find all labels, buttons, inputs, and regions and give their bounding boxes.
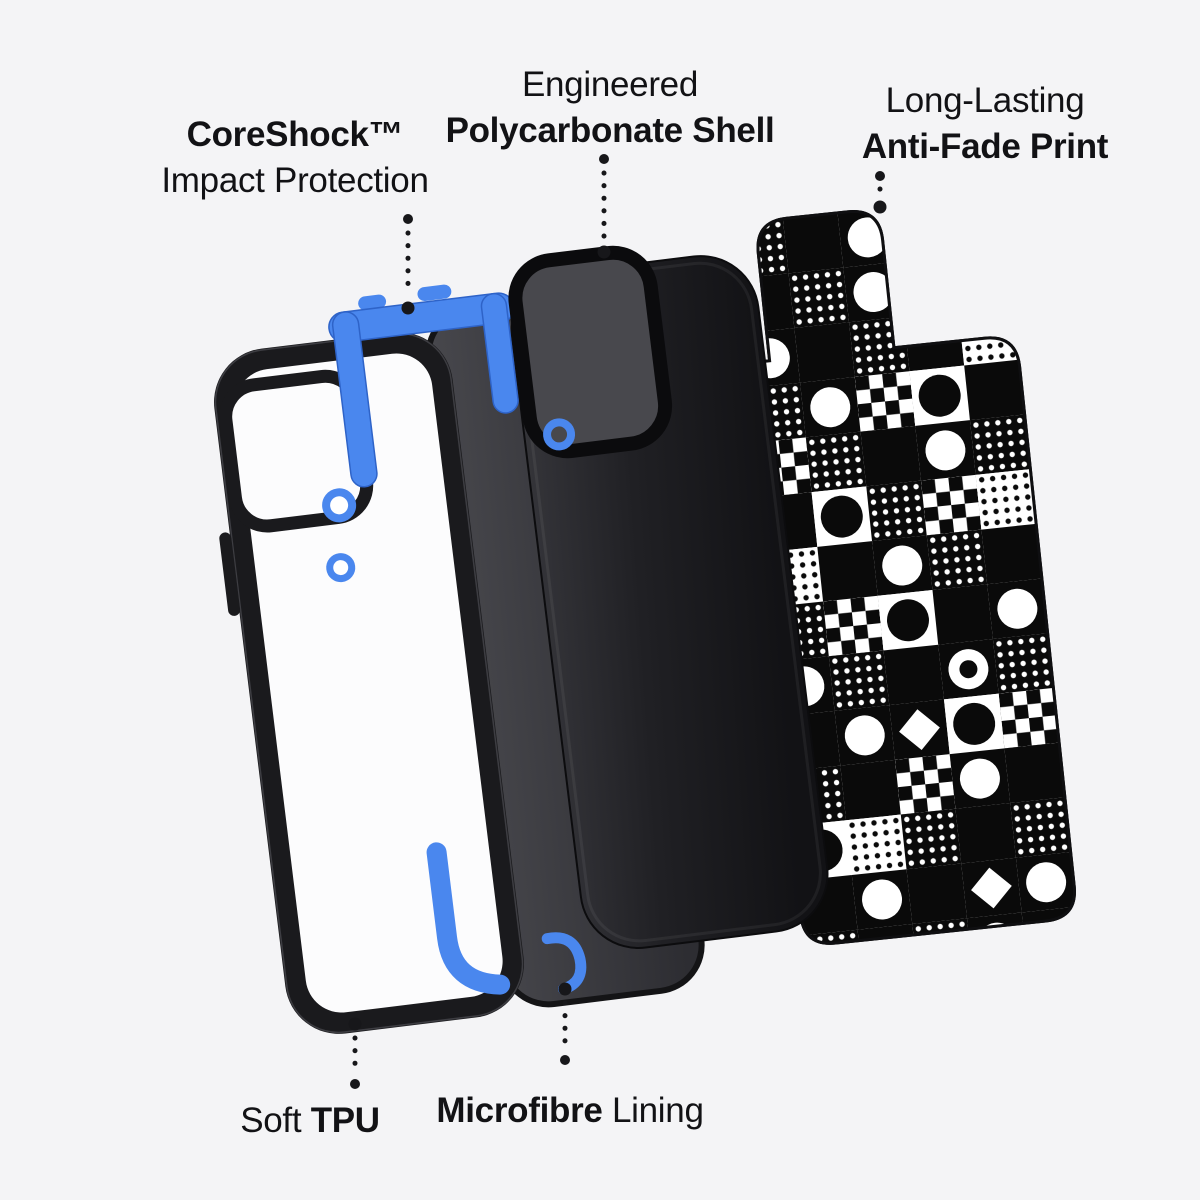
leader-shell <box>597 154 611 259</box>
print-tile-dots <box>900 808 962 870</box>
coreshock-subtitle: Impact Protection <box>161 160 429 200</box>
print-tile-wc <box>843 261 904 323</box>
camera-cutout-ring <box>508 245 673 459</box>
print-tile-bc <box>877 590 939 651</box>
coreshock-button-nub <box>417 284 452 302</box>
leader-coreshock <box>401 214 415 315</box>
print-tile-wc <box>915 420 976 481</box>
print-tile-wc <box>872 535 933 596</box>
print-tile-wc <box>952 250 1014 311</box>
print-tile-blk <box>883 644 944 706</box>
leader-print <box>873 171 887 214</box>
print-tile-dia <box>961 857 1022 919</box>
print-tile-dots <box>926 529 988 591</box>
coreshock-title: CoreShock™ <box>186 115 404 154</box>
print-tile-wc <box>1015 852 1077 913</box>
label-shell: Engineered Polycarbonate Shell <box>430 62 790 153</box>
print-tile-dots <box>912 918 973 947</box>
print-tile-blk <box>817 541 878 602</box>
case-frame-highlight <box>214 332 524 1034</box>
camera-accent-ring <box>543 418 576 451</box>
print-tile-wc <box>834 705 896 766</box>
coreshock-corner-strip <box>480 292 519 414</box>
print-tile-chk <box>854 371 916 432</box>
lining-suffix: Lining <box>602 1091 704 1130</box>
print-tile-dots <box>1010 797 1071 858</box>
print-tile-blk <box>1004 742 1065 804</box>
camera-cutout <box>508 245 673 459</box>
print-tile-wc <box>800 376 861 438</box>
shell-line2: Polycarbonate Shell <box>445 110 775 150</box>
tpu-prefix: Soft <box>240 1101 311 1140</box>
print-tile-bc <box>909 365 970 426</box>
print-tile-dots <box>828 650 890 711</box>
print-tile-dots <box>892 201 953 262</box>
side-button <box>219 532 241 616</box>
print-tile-blk <box>981 523 1042 585</box>
label-print: Long-Lasting Anti-Fade Print <box>810 78 1160 169</box>
print-line1: Long-Lasting <box>885 81 1085 120</box>
print-tile-dots <box>992 633 1054 694</box>
print-tile-idots <box>897 256 959 317</box>
tpu-bold: TPU <box>310 1101 380 1140</box>
print-tile-wc <box>987 578 1048 639</box>
print-tile-blk <box>782 212 844 274</box>
coreshock-frame <box>328 284 519 488</box>
print-tile-chk <box>920 474 982 536</box>
print-tile-blk <box>932 584 993 645</box>
print-tile-blk <box>794 322 855 383</box>
print-tile-wc <box>851 869 913 930</box>
print-tile-blk <box>964 359 1025 421</box>
print-tile-dots <box>805 431 867 493</box>
lanyard-loop <box>541 932 587 995</box>
leader-tpu <box>348 1017 362 1089</box>
print-tile-wc <box>966 912 1028 947</box>
lens-accent-ring <box>322 488 357 523</box>
print-tile-idots <box>846 814 907 876</box>
print-line2: Anti-Fade Print <box>861 126 1109 166</box>
lining-bold: Microfibre <box>436 1091 603 1130</box>
bottom-details <box>426 842 587 995</box>
label-lining: Microfibre Lining <box>400 1088 740 1134</box>
lens-accent-ring <box>326 553 356 583</box>
shell-line1: Engineered <box>521 65 699 104</box>
print-tile-dots <box>969 414 1031 475</box>
print-tile-idots <box>958 305 1019 366</box>
coreshock-button-nub <box>358 294 387 311</box>
coreshock-bottom-strip <box>426 842 511 995</box>
leader-lines <box>348 154 887 1089</box>
print-tile-blk <box>840 759 901 821</box>
print-tile-chk <box>895 754 956 815</box>
print-tile-ring <box>938 638 999 700</box>
print-tile-blk <box>955 803 1016 864</box>
print-tile-dots <box>866 480 927 542</box>
print-tile-blk <box>860 425 921 487</box>
print-tile-bc <box>943 693 1005 755</box>
print-tile-chk <box>998 687 1060 749</box>
print-tile-blk <box>906 863 967 924</box>
print-tile-blk <box>1021 906 1078 947</box>
print-tile-chk <box>823 595 884 657</box>
print-tile-blk <box>857 923 919 947</box>
print-tile-dots <box>788 267 850 329</box>
print-tile-wc <box>949 748 1011 809</box>
label-coreshock: CoreShock™ Impact Protection <box>120 112 470 203</box>
label-tpu: Soft TPU <box>175 1098 445 1144</box>
coreshock-corner-strip <box>331 311 378 488</box>
print-tile-dia <box>889 699 950 760</box>
print-tile-blk <box>946 195 1008 257</box>
print-tile-idots <box>975 469 1037 530</box>
print-tile-bc <box>811 486 873 547</box>
leader-lining <box>558 982 572 1065</box>
